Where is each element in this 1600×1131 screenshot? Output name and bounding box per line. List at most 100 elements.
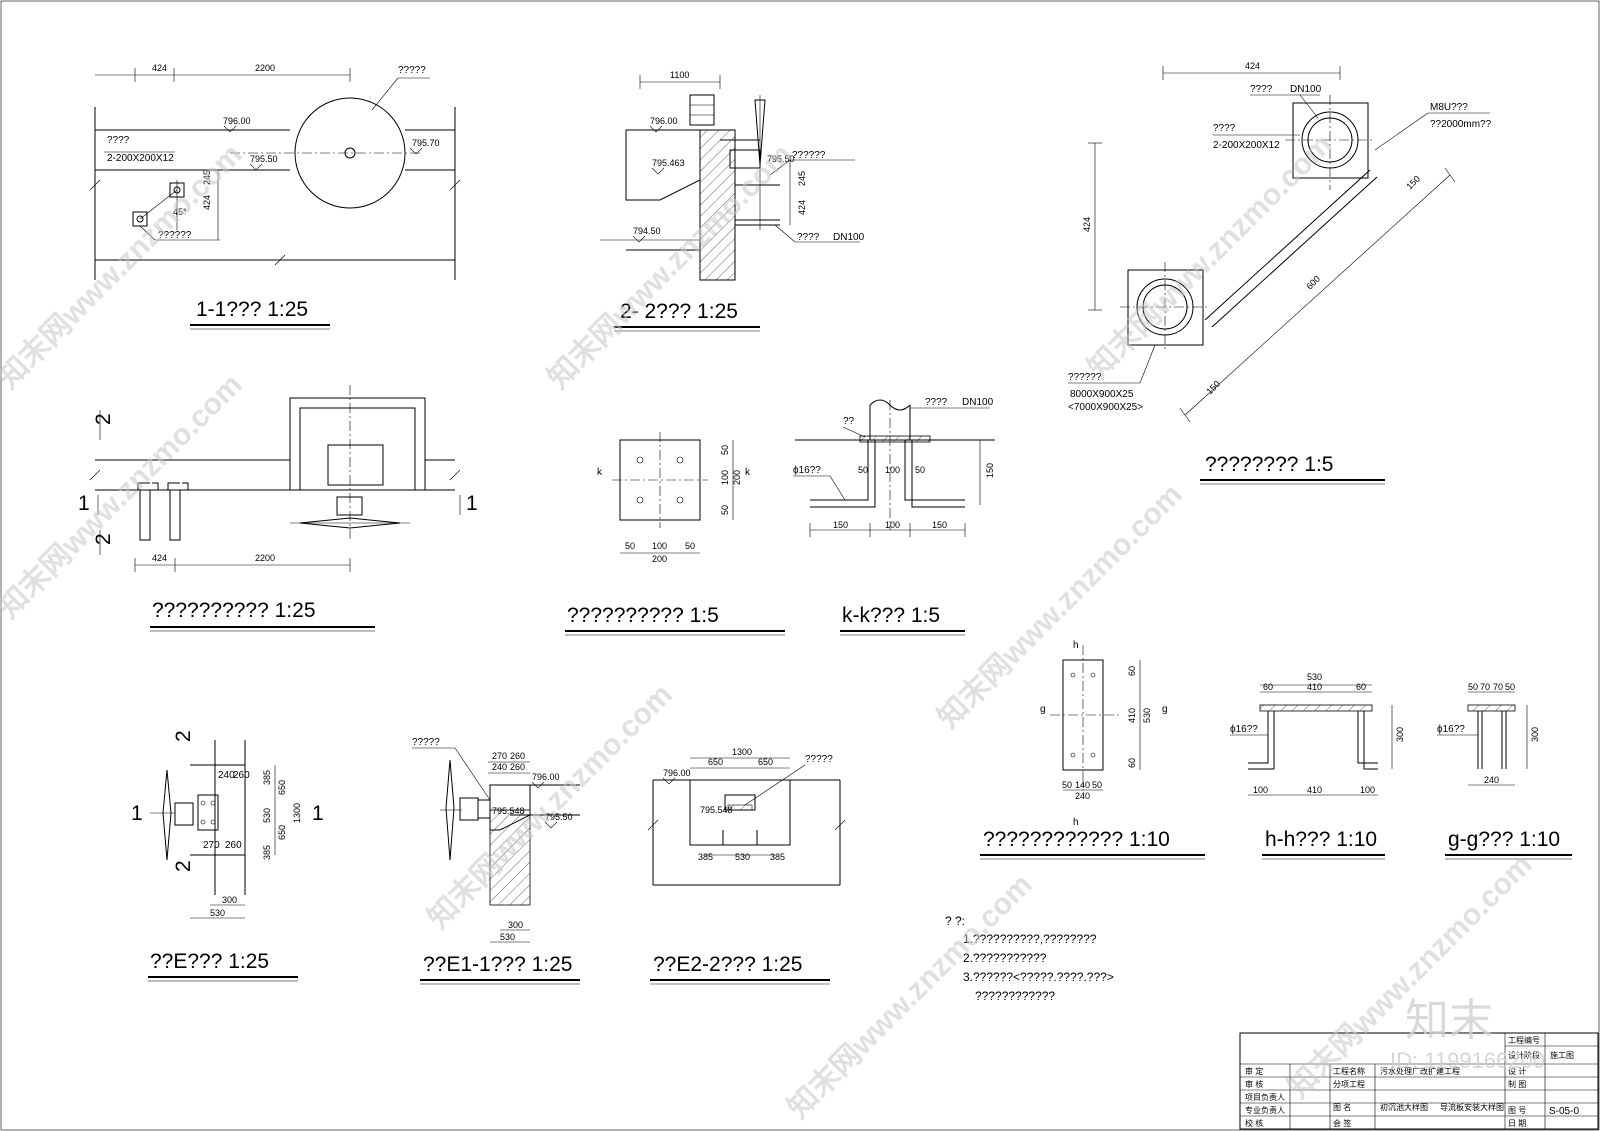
dim-530-e: 530 (500, 932, 515, 942)
dim-100-e: 100 (1253, 785, 1268, 795)
dim-245-b: 245 (797, 171, 807, 186)
title-plan-1-25: ?????????? 1:25 (152, 599, 316, 622)
label-plate-7000: <7000X900X25> (1068, 402, 1143, 413)
elev-796-c: 796.00 (532, 772, 560, 782)
elev-795548-b: 795.548 (700, 805, 733, 815)
note-4: ???????????? (975, 989, 1055, 1003)
label-plate-spec-b: 2-200X200X12 (1213, 140, 1280, 151)
dim-530-a: 530 (1142, 708, 1152, 723)
dim-50-j: 50 (1505, 682, 1515, 692)
dim-260-a: 260 (233, 770, 250, 781)
dim-100-f: 100 (1360, 785, 1375, 795)
watermark-text-2: 知末网www.znzmo.com (542, 138, 799, 395)
label-n2-c: 2 (172, 730, 195, 742)
dim-424: 424 (152, 63, 167, 73)
elev-796-d: 796.00 (663, 768, 691, 778)
title-detail-e: ??E??? 1:25 (150, 950, 269, 973)
notes-heading: ? ?: (945, 914, 965, 928)
dim-385-a: 385 (262, 770, 272, 785)
tb-project-name-label: 工程名称 (1333, 1066, 1365, 1076)
dim-50-a: 50 (720, 445, 730, 455)
title-section-2-2: 2- 2??? 1:25 (620, 300, 738, 323)
label-n2-a: 2 (92, 413, 115, 425)
watermark-logo: 知末 (1405, 996, 1493, 1045)
dim-1300-a: 1300 (292, 803, 302, 823)
dim-424-e: 424 (152, 553, 167, 563)
title-detail-e2: ??E2-2??? 1:25 (653, 953, 802, 976)
dim-70-b: 70 (1493, 682, 1503, 692)
dim-150-e: 150 (932, 520, 947, 530)
elev-79570-a: 795.70 (412, 138, 440, 148)
dim-260-c: 260 (510, 751, 525, 761)
dim-530-c: 530 (262, 808, 272, 823)
plate-plan-1-10: h h g g 60 410 530 60 50 140 50 240 ????… (980, 640, 1205, 860)
label-q2: ?? (843, 416, 855, 427)
dim-650-d: 650 (758, 757, 773, 767)
dim-60-b: 60 (1127, 758, 1137, 768)
dim-530-b: 530 (1307, 672, 1322, 682)
dim-50-b: 50 (720, 505, 730, 515)
label-m8u: M8U??? (1430, 102, 1468, 113)
section-h-h: 530 60 410 60 ϕ16?? 300 100 410 100 h-h?… (1230, 672, 1405, 860)
label-q4-a: ???? (107, 135, 130, 146)
section-k-k: ?? ???? DN100 ϕ16?? 50 100 50 150 150 10… (793, 397, 995, 636)
dim-50-c: 50 (625, 541, 635, 551)
label-phi16-b: ϕ16?? (1230, 724, 1258, 735)
label-h-a: h (1073, 640, 1079, 651)
label-n1-d: 1 (312, 802, 324, 825)
dim-60-d: 60 (1356, 682, 1366, 692)
tb-project-name-value: 污水处理厂改扩建工程 (1380, 1066, 1460, 1076)
dim-200-b: 200 (652, 554, 667, 564)
dim-424-c: 424 (1245, 61, 1260, 71)
dim-150-b: 150 (1204, 379, 1222, 397)
dim-100-b: 100 (652, 541, 667, 551)
label-dn100-b: DN100 (1290, 84, 1322, 95)
dim-50-i: 50 (1468, 682, 1478, 692)
dim-150-a: 150 (1404, 174, 1422, 192)
tb-drawing-name-label: 图 名 (1333, 1102, 1351, 1112)
label-g-b: g (1162, 704, 1168, 715)
label-phi16-c: ϕ16?? (1437, 724, 1465, 735)
label-n2-b: 2 (92, 533, 115, 545)
dim-410-b: 410 (1307, 682, 1322, 692)
dim-2200-b: 2200 (255, 553, 275, 563)
label-q6-b: ?????? (792, 150, 826, 161)
dim-60-c: 60 (1263, 682, 1273, 692)
tb-drawing-no-value: S-05-0 (1549, 1106, 1579, 1117)
label-q4-e: ???? (925, 397, 948, 408)
label-n2-d: 2 (172, 860, 195, 872)
dim-140: 140 (1075, 780, 1090, 790)
detail-e1-1: ????? 270 260 240 260 796.00 795.548 795… (412, 737, 580, 985)
label-h-b: h (1073, 817, 1079, 828)
title-kk: k-k??? 1:5 (842, 604, 940, 627)
dim-50-d: 50 (685, 541, 695, 551)
dim-600: 600 (1304, 274, 1322, 292)
dim-50-h: 50 (1092, 780, 1102, 790)
section-2-2: 1100 796.00 795.463 795.50 794.50 245 42… (600, 70, 865, 332)
tb-date-label: 日 期 (1508, 1119, 1526, 1128)
title-section-1-1: 1-1??? 1:25 (196, 298, 308, 321)
watermark-text-6: 知末网www.znzmo.com (932, 478, 1189, 735)
title-plate-plan2: ???????????? 1:10 (983, 828, 1170, 851)
tb-sub-project-label: 分项工程 (1333, 1080, 1365, 1089)
title-gg: g-g??? 1:10 (1448, 828, 1560, 851)
dim-385-b: 385 (262, 845, 272, 860)
elev-796-b: 796.00 (650, 116, 678, 126)
elev-79550-c: 795.50 (545, 812, 573, 822)
dim-424-d: 424 (1082, 217, 1092, 232)
tb-drawing-name-1: 初沉池大样图 (1380, 1102, 1428, 1112)
dim-45deg: 45° (173, 207, 187, 217)
tb-row-0: 审 定 (1245, 1066, 1263, 1076)
dim-530-d: 530 (210, 908, 225, 918)
dim-260-b: 260 (225, 840, 242, 851)
label-q6-c: ?????? (1068, 372, 1102, 383)
watermark-text-4: 知末网www.znzmo.com (0, 368, 249, 625)
section-1-1: 424 2200 ????? ???? 2-200X200X12 796.00 … (89, 63, 461, 330)
plan-detail-top-right: 424 424 150 600 150 ???? DN100 ???? 2-20… (1068, 61, 1492, 485)
dim-410-c: 410 (1307, 785, 1322, 795)
dim-300-c: 300 (222, 895, 237, 905)
dim-50-e: 50 (858, 465, 868, 475)
dim-200-a: 200 (732, 470, 742, 485)
dim-385-c: 385 (698, 852, 713, 862)
